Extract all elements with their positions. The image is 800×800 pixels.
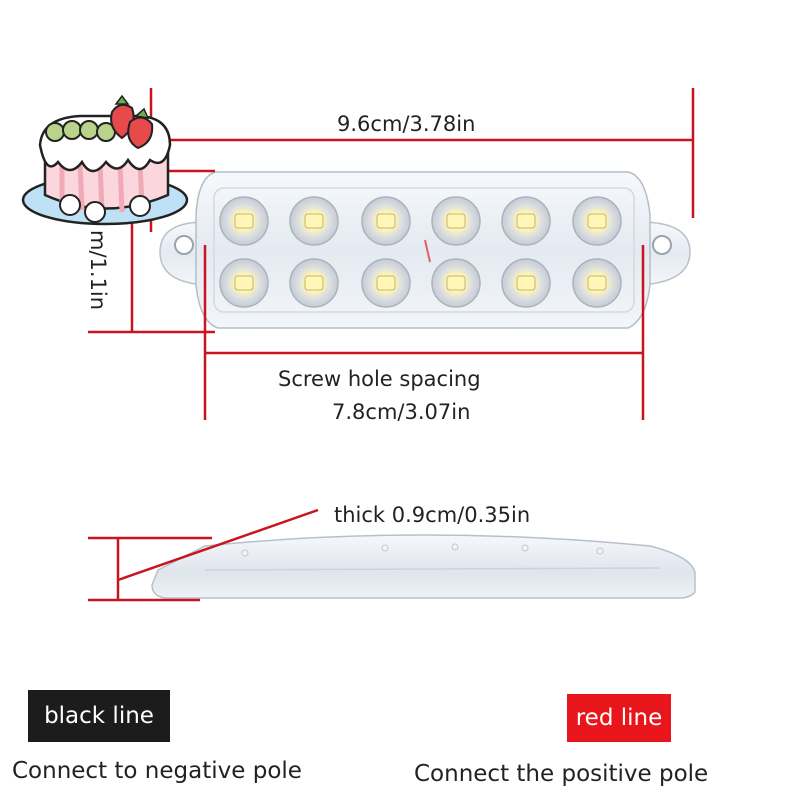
led-light-top-view (159, 171, 691, 329)
led-bulb (501, 196, 551, 246)
dimension-lines-side (88, 508, 319, 602)
black-line-tag: black line (28, 690, 170, 742)
led-bulb (219, 196, 269, 246)
led-bulb (572, 258, 622, 308)
screw-spacing-title: Screw hole spacing (278, 367, 481, 391)
screw-spacing-value: 7.8cm/3.07in (332, 400, 471, 424)
led-bulb (289, 196, 339, 246)
led-bulb (361, 258, 411, 308)
led-bulb (501, 258, 551, 308)
thickness-label: thick 0.9cm/0.35in (334, 503, 531, 527)
length-label: 9.6cm/3.78in (337, 112, 476, 136)
led-bulb (361, 196, 411, 246)
led-bulb (572, 196, 622, 246)
red-line-tag: red line (567, 694, 671, 742)
black-line-caption: Connect to negative pole (12, 758, 302, 784)
screw-hole-right (652, 235, 672, 255)
thickness-leader-line (117, 508, 319, 582)
led-bulb (219, 258, 269, 308)
height-label: m/1.1in (86, 230, 110, 311)
cake-sticker-icon (21, 94, 189, 226)
led-light-side-view (151, 534, 696, 599)
screw-hole-left (174, 235, 194, 255)
red-line-caption: Connect the positive pole (414, 761, 709, 787)
led-bulb (289, 258, 339, 308)
led-bulb (431, 258, 481, 308)
led-array (219, 196, 622, 308)
led-bulb (431, 196, 481, 246)
